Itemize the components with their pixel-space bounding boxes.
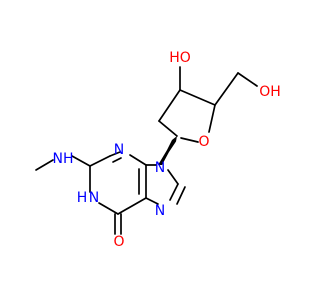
bond-c5prime-oh <box>237 72 258 87</box>
bonds <box>35 66 258 235</box>
bond-c2prime-c1prime <box>158 120 178 137</box>
molecule-structure: HO OH O NH N N N H N O <box>35 50 281 250</box>
label-oh-right: OH <box>259 84 281 100</box>
molecule-canvas: HO OH O NH N N N H N O <box>35 50 281 250</box>
atom-labels: HO OH O NH N N N H N O <box>53 50 281 250</box>
label-n3: N <box>114 142 124 158</box>
bond-c2-n3 <box>89 155 111 167</box>
label-carbonyl-o: O <box>113 234 124 250</box>
bond-ringO-c1prime <box>180 137 199 143</box>
bond-n3-c2 <box>109 151 121 157</box>
label-n9: N <box>155 160 165 176</box>
bond-n3-c2-double <box>112 157 122 163</box>
bond-c4prime-ringO <box>208 104 216 133</box>
label-ring-o: O <box>198 134 209 150</box>
bond-c8-n7-double <box>176 186 186 205</box>
bond-c3-c4prime <box>179 89 216 106</box>
bond-c2-c4 <box>129 154 147 166</box>
bond-c2-nh <box>71 155 91 167</box>
bond-c3-c2prime <box>158 89 181 122</box>
bond-c8-n7 <box>169 183 179 201</box>
wedge-bond-c1prime-n9 <box>158 136 177 165</box>
bond-nh-ch3 <box>35 159 54 171</box>
label-ho-top: HO <box>169 50 191 66</box>
bond-n9-c8 <box>167 169 179 185</box>
bond-c6-n1 <box>98 202 119 215</box>
label-n1h: N <box>89 190 99 206</box>
label-n7: N <box>155 203 165 219</box>
bond-n7-c5 <box>145 197 159 205</box>
bond-c5-c6 <box>117 197 147 215</box>
label-nh-methyl: NH <box>53 151 74 167</box>
label-n1h-h: H <box>77 190 88 206</box>
bond-c4prime-c5prime <box>214 72 239 106</box>
